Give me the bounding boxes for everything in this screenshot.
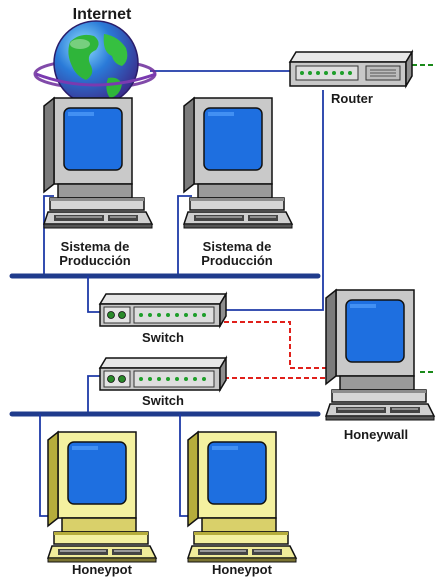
router-label: Router xyxy=(331,91,373,106)
computer-icon xyxy=(183,97,293,229)
link-prod1-bus xyxy=(43,195,54,276)
production-label-1: Sistema de Producción xyxy=(30,239,160,269)
production-label-1-line1: Sistema de xyxy=(60,239,130,254)
link-bus-switch-upper xyxy=(87,276,100,313)
switch-icon xyxy=(99,357,227,391)
globe-icon xyxy=(33,20,157,106)
production-label-2: Sistema de Producción xyxy=(172,239,302,269)
switch-lower-label: Switch xyxy=(142,393,184,408)
link-router-switch-upper xyxy=(222,90,324,311)
computer-icon xyxy=(325,289,435,421)
production-label-2-line2: Producción xyxy=(201,253,273,269)
honeypot-label-1: Honeypot xyxy=(72,562,132,577)
honeywall-label: Honeywall xyxy=(343,427,409,442)
honeypot-label-2: Honeypot xyxy=(212,562,272,577)
computer-icon xyxy=(43,97,153,229)
production-label-2-line1: Sistema de xyxy=(202,239,272,254)
link-switch-upper-honeywall xyxy=(224,321,332,369)
computer-icon xyxy=(47,431,157,563)
production-label-1-line2: Producción xyxy=(59,253,131,269)
switch-upper-label: Switch xyxy=(142,330,184,345)
router-icon xyxy=(288,49,414,89)
link-prod2-bus xyxy=(177,195,192,276)
link-switch-lower-bus xyxy=(87,375,100,414)
internet-label: Internet xyxy=(72,6,132,23)
computer-icon xyxy=(187,431,297,563)
switch-icon xyxy=(99,293,227,327)
